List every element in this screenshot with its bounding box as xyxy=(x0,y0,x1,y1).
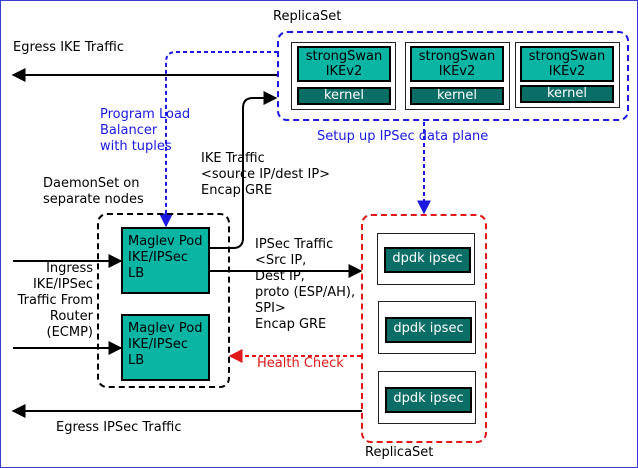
program-lb-label: Program Load Balancer with tuples xyxy=(100,107,191,154)
replicaset-bottom-title: ReplicaSet xyxy=(365,445,434,460)
replicaset-bottom-group xyxy=(361,214,487,443)
ingress-label: Ingress IKE/IPSec Traffic From Router (E… xyxy=(17,261,93,340)
replicaset-top-group xyxy=(277,31,629,121)
daemonset-group xyxy=(97,213,230,388)
kernel-box: kernel xyxy=(297,87,391,105)
dpdk-ipsec-box: dpdk ipsec xyxy=(384,247,471,273)
kernel-box: kernel xyxy=(410,87,504,105)
egress-ike-label: Egress IKE Traffic xyxy=(13,40,124,55)
egress-ipsec-label: Egress IPSec Traffic xyxy=(56,420,182,435)
dpdk-instance-2: dpdk ipsec xyxy=(378,301,476,354)
replicaset-top-title: ReplicaSet xyxy=(273,9,342,24)
dpdk-ipsec-box: dpdk ipsec xyxy=(385,317,472,343)
dpdk-instance-3: dpdk ipsec xyxy=(378,371,476,424)
setup-dataplane-label: Setup up IPSec data plane xyxy=(317,129,489,144)
ike-traffic-arrow xyxy=(210,91,278,249)
health-check-label: Health Check xyxy=(257,356,344,371)
kernel-box: kernel xyxy=(520,85,614,103)
ike-traffic-label: IKE Traffic <source IP/dest IP> Encap GR… xyxy=(201,151,331,198)
dpdk-ipsec-box: dpdk ipsec xyxy=(385,387,472,413)
dpdk-instance-1: dpdk ipsec xyxy=(377,233,475,285)
ipsec-traffic-label: IPSec Traffic <Src IP, Dest IP, proto (E… xyxy=(255,237,356,332)
